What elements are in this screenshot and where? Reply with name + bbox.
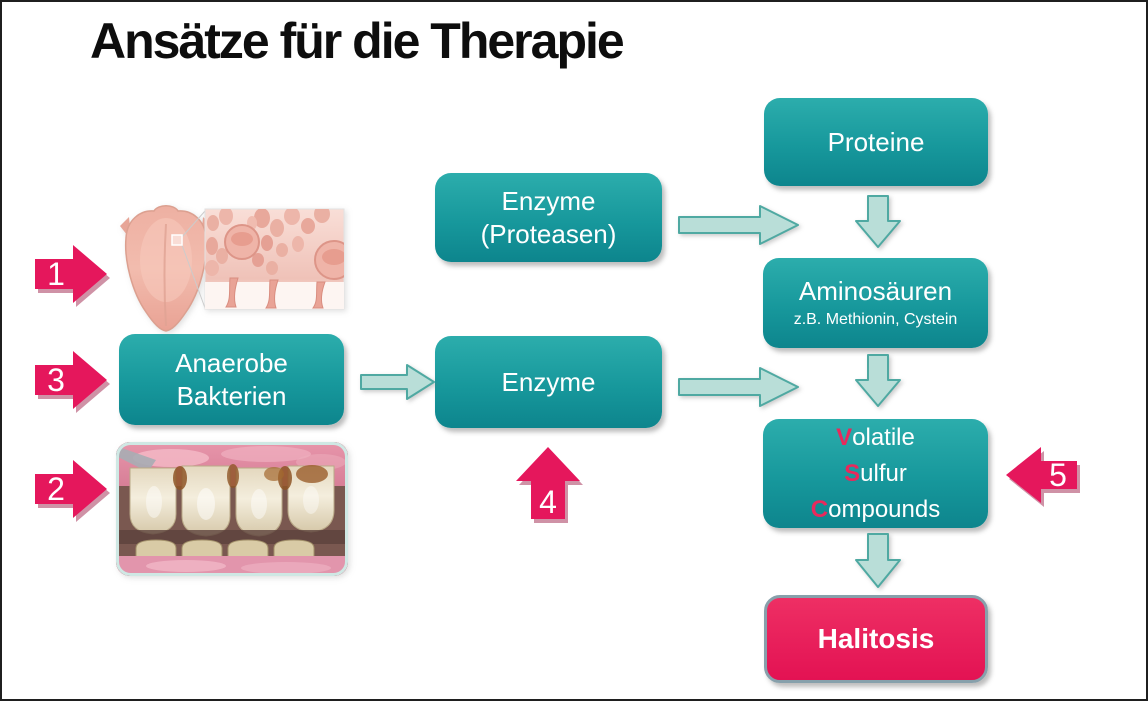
halitosis-box: Halitosis <box>764 595 988 683</box>
enzyme-proteasen-line1: Enzyme <box>501 186 596 216</box>
periodontitis-teeth-photo <box>116 442 348 576</box>
vsc-line-volatile: Volatile <box>836 420 915 456</box>
halitosis-label: Halitosis <box>817 623 935 654</box>
numbered-arrow-3-icon: 3 <box>35 351 107 409</box>
flow-arrow-enzyme-right-icon <box>678 367 799 407</box>
vsc-line-compounds: Compounds <box>811 492 940 528</box>
anaerobe-line1: Anaerobe <box>175 348 288 378</box>
flow-arrow-aminosaeuren-down-icon <box>855 354 901 407</box>
anaerobe-bakterien-box: Anaerobe Bakterien <box>119 334 344 425</box>
arrow-5-number: 5 <box>1049 457 1067 493</box>
tongue-papillae-closeup-illustration <box>204 208 345 310</box>
enzyme-proteasen-box: Enzyme (Proteasen) <box>435 173 662 262</box>
flow-arrow-proteine-down-icon <box>855 195 901 248</box>
slide-title: Ansätze für die Therapie <box>90 13 625 69</box>
aminosaeuren-box: Aminosäuren z.B. Methionin, Cystein <box>763 258 988 348</box>
arrow-1-number: 1 <box>47 256 65 292</box>
vsc-rest-compounds: ompounds <box>828 495 941 523</box>
flow-arrow-bakterien-right-icon <box>360 364 435 400</box>
proteine-box: Proteine <box>764 98 988 186</box>
aminosaeuren-sublabel: z.B. Methionin, Cystein <box>793 310 958 328</box>
vsc-line-sulfur: Sulfur <box>844 456 907 492</box>
vsc-initial-s: S <box>844 459 861 487</box>
tongue-figure <box>120 205 345 332</box>
flow-arrow-proteasen-right-icon <box>678 205 799 245</box>
proteine-label: Proteine <box>827 126 925 157</box>
aminosaeuren-label: Aminosäuren <box>798 276 953 307</box>
flow-arrow-vsc-down-icon <box>855 533 901 588</box>
vsc-initial-c: C <box>810 495 829 523</box>
tongue-illustration <box>120 205 212 332</box>
enzyme-label: Enzyme <box>501 366 596 397</box>
enzyme-box: Enzyme <box>435 336 662 428</box>
numbered-arrow-2-icon: 2 <box>35 460 107 518</box>
vsc-initial-v: V <box>836 423 853 451</box>
numbered-arrow-1-icon: 1 <box>35 245 107 303</box>
vsc-rest-sulfur: ulfur <box>860 459 907 487</box>
anaerobe-line2: Bakterien <box>176 380 287 411</box>
numbered-arrow-4-icon: 4 <box>516 447 580 520</box>
arrow-2-number: 2 <box>47 471 65 507</box>
zoom-callout <box>171 210 206 309</box>
numbered-arrow-5-icon: 5 <box>1006 447 1077 503</box>
vsc-rest-volatile: olatile <box>852 423 915 451</box>
enzyme-proteasen-line2: (Proteasen) <box>480 218 617 249</box>
vsc-box: Volatile Sulfur Compounds <box>763 419 988 528</box>
arrow-3-number: 3 <box>47 362 65 398</box>
arrow-4-number: 4 <box>539 484 557 520</box>
